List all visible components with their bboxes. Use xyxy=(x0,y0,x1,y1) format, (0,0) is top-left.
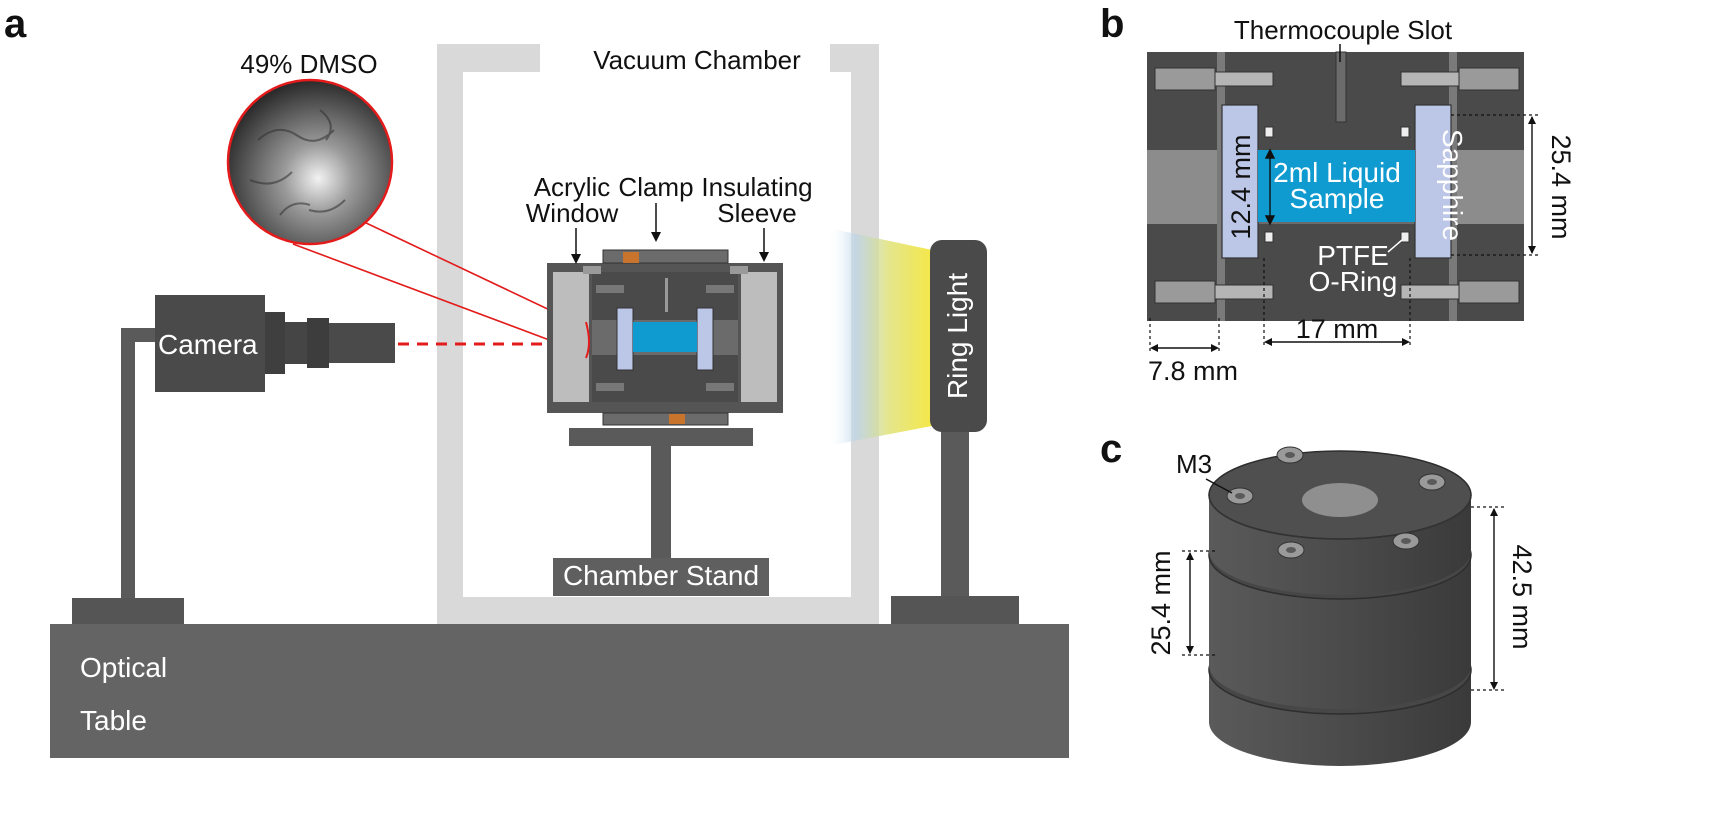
sapphire-label: Sapphire xyxy=(1437,129,1468,241)
camera-label: Camera xyxy=(158,329,258,360)
optical-table-label-line2: Table xyxy=(80,705,147,736)
o-ring-label-line2: O-Ring xyxy=(1309,266,1398,297)
dim-total-height-label: 42.5 mm xyxy=(1507,544,1537,649)
panel-a: a Vacuum Chamber Optical Table Camera xyxy=(4,2,1069,758)
panel-b: b Thermocouple Slot xyxy=(1100,2,1576,386)
liquid-sample-label-line2: Sample xyxy=(1290,183,1385,214)
chamber-stand xyxy=(553,428,769,596)
optical-table xyxy=(50,624,1069,758)
clamp-label: Clamp xyxy=(618,172,693,202)
dim-outer-height-label: 25.4 mm xyxy=(1546,134,1576,239)
dim-wall-width xyxy=(1149,318,1220,354)
dim-inner-height xyxy=(1264,148,1276,226)
ring-light-label: Ring Light xyxy=(942,273,973,399)
micrograph-image xyxy=(226,78,394,246)
thermocouple-slot-label: Thermocouple Slot xyxy=(1234,15,1453,45)
panel-c: c xyxy=(1100,427,1537,766)
vacuum-chamber-label: Vacuum Chamber xyxy=(593,45,801,75)
micrograph-label: 49% DMSO xyxy=(240,49,377,79)
insulating-sleeve-label-line2: Sleeve xyxy=(717,198,797,228)
dim-wall-width-label: 7.8 mm xyxy=(1148,356,1238,386)
dim-gap-width-label: 17 mm xyxy=(1296,314,1379,344)
o-ring-pointer xyxy=(1387,239,1403,253)
clamp-arrowhead xyxy=(651,232,661,242)
panel-label-a: a xyxy=(4,2,27,46)
cylinder-holder-3d xyxy=(1208,446,1472,766)
dim-gap-width xyxy=(1263,258,1411,346)
dim-mid-height-label: 25.4 mm xyxy=(1146,550,1176,655)
o-ring-label-line1: PTFE xyxy=(1317,240,1389,271)
dim-outer-height xyxy=(1451,114,1540,256)
camera xyxy=(155,295,395,392)
acrylic-window-arrowhead xyxy=(571,254,581,264)
sample-cell-cross-section xyxy=(1147,51,1524,321)
dim-total-height xyxy=(1471,506,1505,691)
dim-mid-height xyxy=(1182,550,1215,656)
m3-screw-pointer xyxy=(1205,478,1233,494)
m3-screw-label: M3 xyxy=(1176,449,1212,479)
micrograph-texture xyxy=(249,109,346,216)
camera-mount xyxy=(72,328,184,624)
insulating-sleeve-label-line1: Insulating xyxy=(701,172,812,202)
panel-label-c: c xyxy=(1100,427,1122,471)
zoom-line-bottom xyxy=(292,243,593,357)
acrylic-window-edge xyxy=(585,321,590,359)
panel-label-b: b xyxy=(1100,2,1124,46)
insulating-sleeve-arrowhead xyxy=(759,252,769,262)
optical-table-label-line1: Optical xyxy=(80,652,167,683)
ring-light xyxy=(891,240,1019,624)
chamber-stand-label: Chamber Stand xyxy=(563,560,759,591)
acrylic-window-label-line1: Acrylic xyxy=(534,172,611,202)
ring-light-glow xyxy=(828,228,937,446)
acrylic-window-label-line2: Window xyxy=(526,198,619,228)
dim-inner-height-label: 12.4 mm xyxy=(1226,134,1256,239)
sample-holder-assembly xyxy=(547,249,783,426)
liquid-sample-label-line1: 2ml Liquid xyxy=(1273,157,1401,188)
